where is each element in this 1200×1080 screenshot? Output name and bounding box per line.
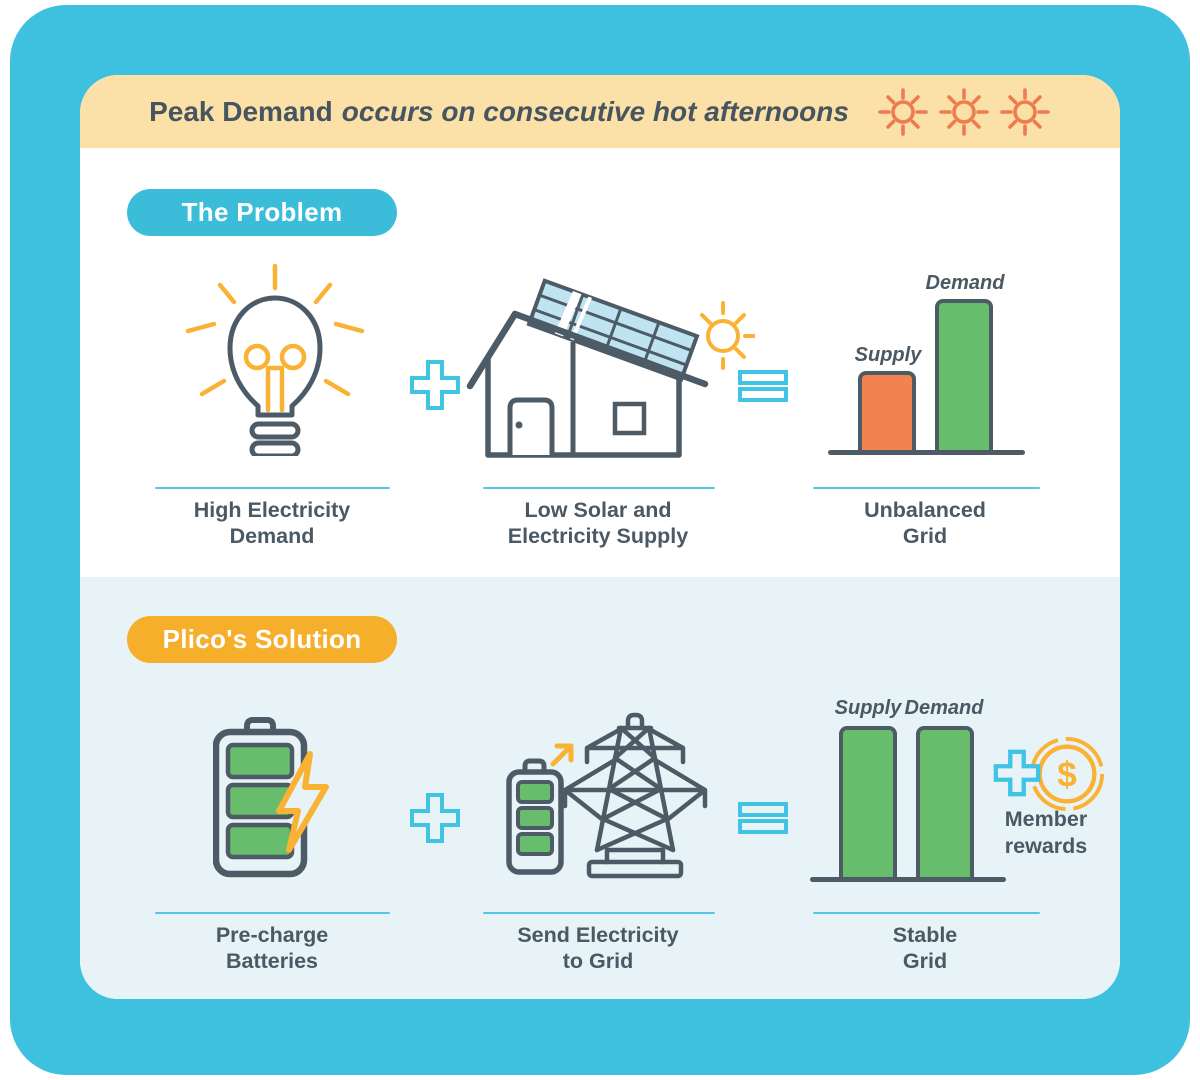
caption-divider xyxy=(155,487,390,489)
problem-badge-label: The Problem xyxy=(181,197,343,227)
sun-icon xyxy=(700,301,755,370)
send-to-grid-icon xyxy=(506,712,708,879)
caption-low-supply: Low Solar and Electricity Supply xyxy=(507,498,689,549)
caption-unbalanced-grid: Unbalanced Grid xyxy=(864,498,986,549)
charged-battery-icon xyxy=(213,717,329,878)
solution-badge-label: Plico's Solution xyxy=(162,624,362,654)
svg-text:$: $ xyxy=(1057,756,1077,795)
supply-bar xyxy=(858,371,916,451)
stable-grid-chart: Supply Demand xyxy=(810,695,1006,882)
transmission-tower-icon xyxy=(562,712,708,879)
member-rewards-label: Member rewards xyxy=(1004,807,1088,858)
caption-divider xyxy=(155,912,390,914)
sun-icon xyxy=(1000,87,1050,136)
plus-icon xyxy=(410,793,460,843)
chart-baseline xyxy=(810,877,1006,882)
problem-badge: The Problem xyxy=(127,189,397,236)
banner-title-italic: occurs on consecutive hot afternoons xyxy=(341,95,849,127)
lightning-bolt-icon xyxy=(276,751,329,853)
caption-high-demand: High Electricity Demand xyxy=(193,498,351,549)
chart-baseline xyxy=(828,450,1025,455)
sun-icon xyxy=(878,87,928,136)
problem-section: The Problem xyxy=(80,148,1120,577)
caption-divider xyxy=(483,912,715,914)
caption-precharge: Pre-charge Batteries xyxy=(215,923,329,974)
plus-icon xyxy=(993,749,1041,797)
demand-bar-label: Demand xyxy=(904,697,984,719)
supply-bar-label: Supply xyxy=(854,344,922,366)
solar-house-icon xyxy=(466,278,755,458)
solution-badge: Plico's Solution xyxy=(127,616,397,663)
caption-stable-grid: Stable Grid xyxy=(892,923,958,974)
supply-bar xyxy=(839,726,897,878)
equals-icon xyxy=(738,370,788,402)
banner-title-bold: Peak Demand xyxy=(149,95,333,127)
caption-divider xyxy=(483,487,715,489)
caption-divider xyxy=(813,487,1040,489)
arrow-up-right-icon xyxy=(550,743,574,767)
sun-icon xyxy=(939,87,989,136)
hot-days-icons xyxy=(877,86,1051,138)
small-battery-icon xyxy=(506,758,564,875)
equals-icon xyxy=(738,802,788,834)
demand-bar xyxy=(935,299,993,451)
plus-icon xyxy=(410,360,460,410)
solution-section: Plico's Solution xyxy=(80,577,1120,999)
demand-bar xyxy=(916,726,974,878)
supply-bar-label: Supply xyxy=(834,697,902,719)
light-bulb-icon xyxy=(185,263,365,456)
unbalanced-grid-chart: Supply Demand xyxy=(828,270,1025,455)
caption-divider xyxy=(813,912,1040,914)
demand-bar-label: Demand xyxy=(925,272,1005,294)
caption-send-electricity: Send Electricity to Grid xyxy=(517,923,679,974)
